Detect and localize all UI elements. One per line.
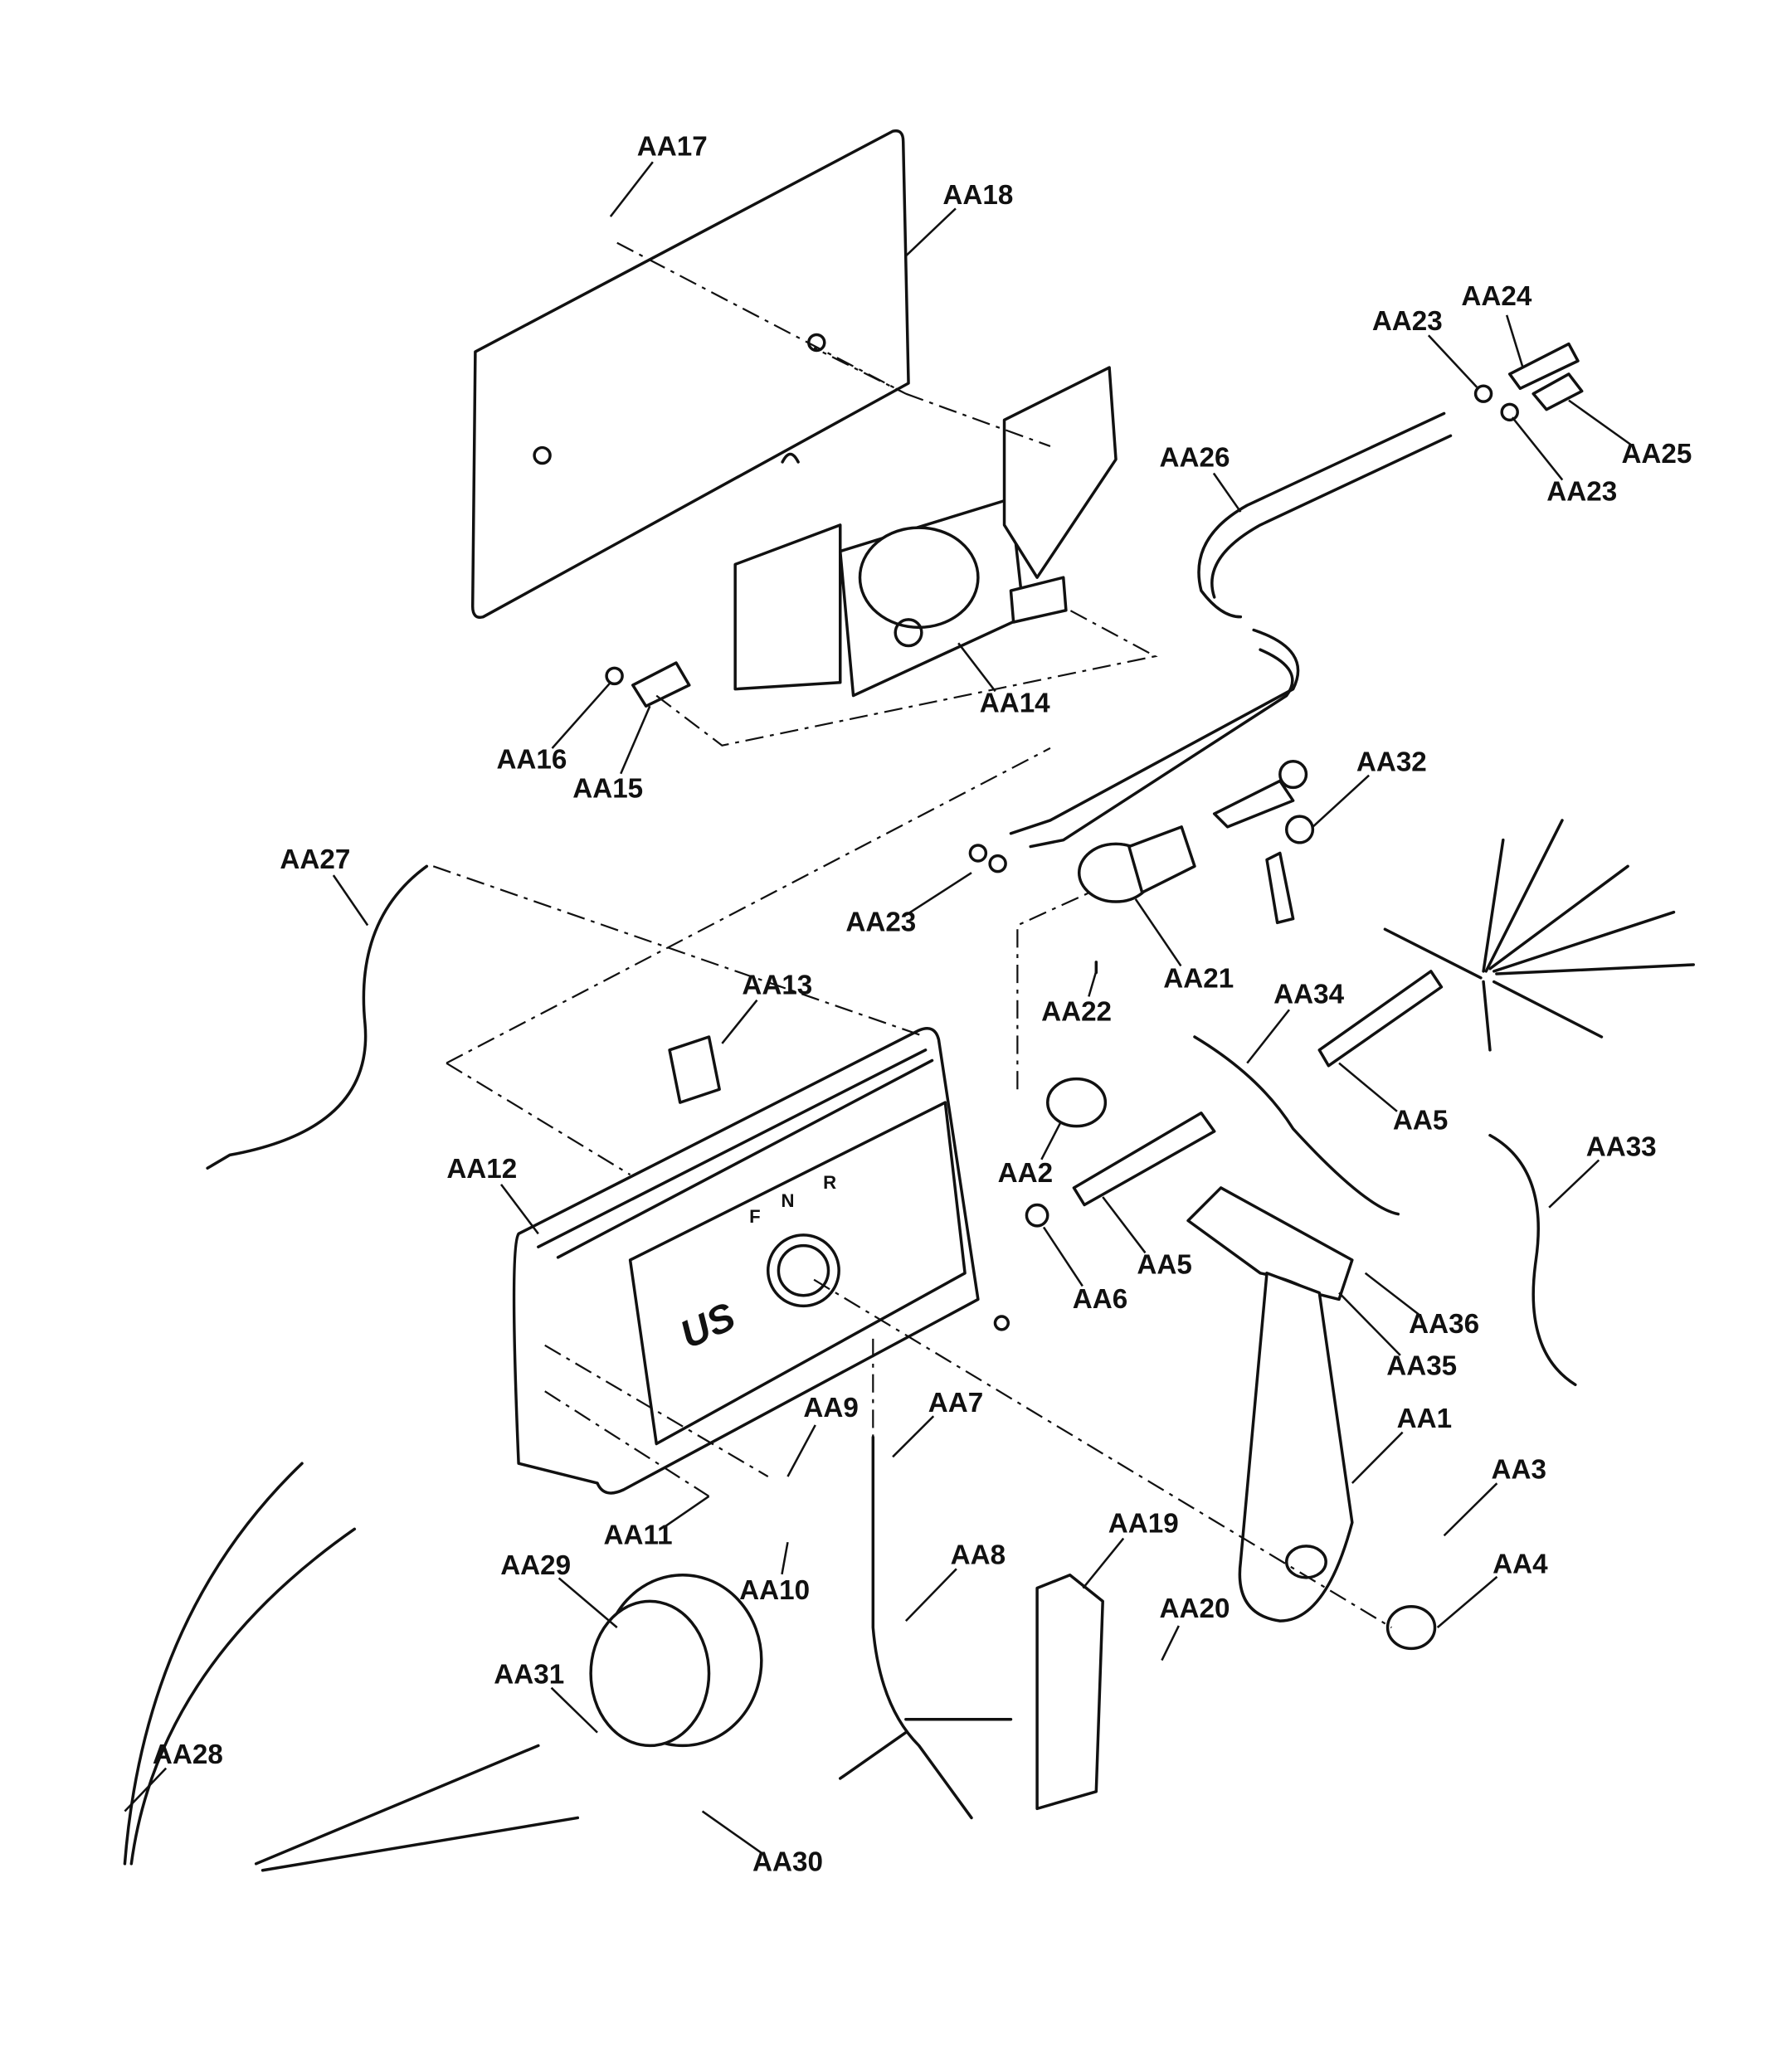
- terminal-block: [1035, 1573, 1104, 1811]
- control-handle: [1186, 1186, 1354, 1623]
- leader-line: [1040, 1121, 1062, 1160]
- callout-aa27: AA27: [280, 844, 350, 875]
- leader-line: [904, 207, 957, 257]
- leader-line: [1364, 1272, 1421, 1316]
- callout-aa8: AA8: [951, 1540, 1006, 1570]
- shift-mark-f: F: [749, 1206, 761, 1227]
- leader-line: [1212, 472, 1242, 513]
- shift-throttle-cables: [1009, 411, 1453, 849]
- callout-aa2: AA2: [998, 1158, 1053, 1189]
- callout-aa35: AA35: [1386, 1351, 1457, 1382]
- control-box: F N R US: [512, 1027, 980, 1495]
- leader-line: [500, 1184, 539, 1235]
- callout-aa16: AA16: [496, 744, 567, 775]
- callout-aa14: AA14: [980, 688, 1050, 718]
- shift-mark-r: R: [823, 1172, 836, 1193]
- leader-line: [332, 874, 369, 927]
- leader-line: [662, 1495, 710, 1529]
- callout-aa33: AA33: [1586, 1131, 1657, 1162]
- leader-line: [550, 1686, 598, 1734]
- leader-line: [781, 1541, 789, 1575]
- callout-aa3: AA3: [1492, 1455, 1546, 1486]
- leader-line: [905, 872, 972, 917]
- leader-line: [957, 642, 996, 693]
- callout-aa21: AA21: [1163, 964, 1234, 995]
- trim-gauge: [589, 1573, 763, 1748]
- leader-line: [1082, 1537, 1125, 1589]
- leader-line: [1161, 1625, 1180, 1661]
- leader-line: [892, 1415, 935, 1458]
- callout-aa22: AA22: [1041, 996, 1112, 1027]
- callout-aa12: AA12: [446, 1154, 517, 1185]
- callout-aa5: AA5: [1393, 1106, 1448, 1136]
- callout-aa19: AA19: [1108, 1508, 1179, 1539]
- leader-line: [1338, 1062, 1398, 1112]
- callout-aa11: AA11: [604, 1520, 673, 1551]
- leader-line: [786, 1424, 816, 1477]
- leader-line: [1505, 314, 1524, 368]
- callout-aa24: AA24: [1461, 281, 1531, 312]
- callout-aa1: AA1: [1397, 1404, 1452, 1434]
- callout-aa25: AA25: [1621, 439, 1692, 469]
- callout-aa9: AA9: [803, 1393, 858, 1423]
- wiring-harness: [1383, 819, 1695, 1052]
- leader-line: [1436, 1575, 1498, 1628]
- leader-line: [1443, 1482, 1498, 1537]
- callout-aa13: AA13: [742, 971, 812, 1001]
- callout-aa10: AA10: [739, 1575, 810, 1606]
- callout-aa23: AA23: [845, 907, 916, 938]
- callout-aa23: AA23: [1372, 306, 1443, 337]
- callout-aa28: AA28: [153, 1739, 223, 1770]
- leader-line: [1088, 971, 1098, 997]
- leader-line: [1548, 1159, 1600, 1209]
- leader-line: [1511, 416, 1564, 481]
- leader-line: [1338, 1292, 1401, 1356]
- leader-line: [1351, 1431, 1404, 1484]
- ground-wire: [206, 864, 429, 1170]
- callout-aa32: AA32: [1356, 747, 1427, 778]
- callout-aa18: AA18: [942, 180, 1013, 211]
- shift-mark-n: N: [781, 1190, 794, 1211]
- leader-line: [124, 1767, 168, 1812]
- nut: [605, 666, 624, 686]
- callout-aa17: AA17: [637, 132, 708, 163]
- callout-aa30: AA30: [752, 1847, 823, 1878]
- control-mechanism: [733, 366, 1118, 698]
- leader-line: [1427, 334, 1478, 388]
- leader-line: [558, 1577, 618, 1628]
- leader-line: [1042, 1226, 1083, 1287]
- callout-aa4: AA4: [1493, 1549, 1548, 1579]
- leader-line: [609, 161, 654, 217]
- leader-line: [551, 681, 611, 749]
- leader-line: [1568, 399, 1634, 447]
- leader-line: [620, 705, 651, 775]
- leader-line: [721, 999, 758, 1044]
- callout-aa15: AA15: [572, 773, 643, 804]
- keys: [1212, 759, 1315, 925]
- callout-aa26: AA26: [1159, 443, 1230, 474]
- callout-aa7: AA7: [928, 1388, 983, 1418]
- callout-aa31: AA31: [494, 1659, 564, 1690]
- callout-aa29: AA29: [500, 1550, 571, 1581]
- leader-line: [1134, 898, 1182, 967]
- leader-line: [1312, 774, 1370, 828]
- clip: [631, 661, 691, 708]
- cover-plate: [470, 129, 910, 619]
- leader-line: [1102, 1196, 1147, 1254]
- callout-aa20: AA20: [1159, 1593, 1230, 1624]
- callout-aa23: AA23: [1546, 477, 1617, 508]
- callout-aa6: AA6: [1073, 1284, 1127, 1315]
- callout-aa36: AA36: [1409, 1309, 1479, 1340]
- ignition-switch: [1077, 825, 1196, 975]
- leader-line: [1246, 1009, 1291, 1064]
- leader-line: [701, 1810, 764, 1856]
- callout-aa34: AA34: [1273, 980, 1344, 1010]
- callout-aa5: AA5: [1137, 1250, 1191, 1281]
- leader-line: [904, 1568, 957, 1622]
